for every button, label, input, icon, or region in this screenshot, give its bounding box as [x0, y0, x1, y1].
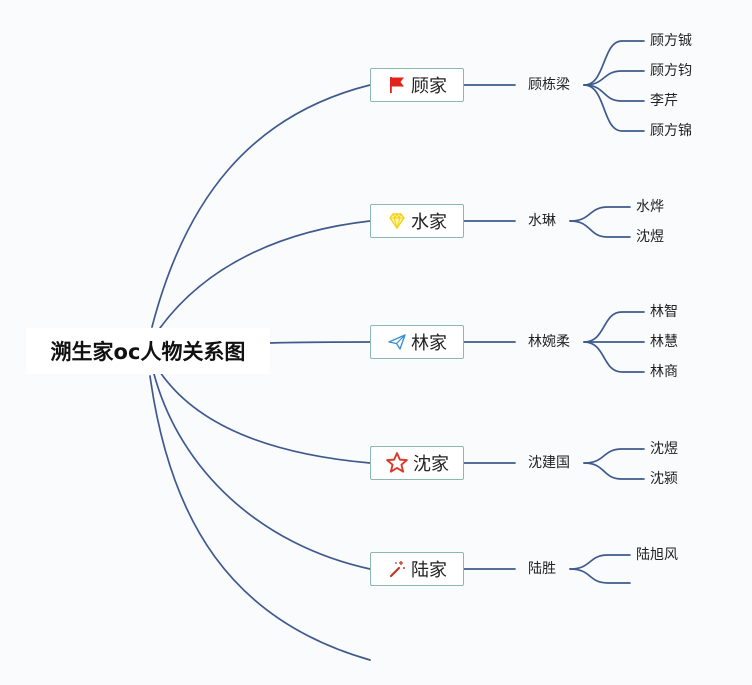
main-branch-extra — [149, 375, 371, 661]
magic-wand-icon — [387, 559, 407, 579]
main-branch-2 — [269, 341, 371, 344]
root-title: 溯生家oc人物关系图 — [50, 340, 246, 364]
family-label: 林家 — [411, 333, 447, 354]
family-label: 顾家 — [411, 76, 447, 97]
main-branch-0 — [151, 84, 371, 328]
child-branch-4-0 — [569, 554, 631, 570]
child-branch-2-0 — [583, 311, 645, 343]
diamond-icon — [387, 211, 407, 231]
family-label: 沈家 — [413, 454, 449, 475]
child-branch-3-1 — [583, 462, 645, 480]
family-node-3[interactable]: 沈家 — [370, 446, 464, 480]
parent-node-2[interactable]: 林婉柔 — [528, 334, 570, 350]
paper-plane-icon — [387, 332, 407, 352]
parent-node-1[interactable]: 水琳 — [528, 213, 556, 229]
family-label: 水家 — [411, 212, 447, 233]
family-label: 陆家 — [411, 560, 447, 581]
child-node-1-1[interactable]: 沈煜 — [636, 229, 664, 245]
child-branch-4-1 — [569, 568, 631, 584]
star-icon — [385, 451, 409, 475]
child-node-0-2[interactable]: 李芹 — [650, 93, 678, 109]
child-branch-3-0 — [583, 448, 645, 464]
child-node-1-0[interactable]: 水烨 — [636, 199, 664, 215]
child-node-2-1[interactable]: 林慧 — [650, 334, 678, 350]
child-node-0-3[interactable]: 顾方锦 — [650, 123, 692, 139]
main-branch-3 — [159, 371, 371, 464]
family-node-4[interactable]: 陆家 — [370, 552, 464, 586]
red-flag-icon — [387, 75, 407, 95]
parent-node-0[interactable]: 顾栋梁 — [528, 77, 570, 93]
child-node-2-2[interactable]: 林商 — [650, 364, 678, 380]
child-branch-0-1 — [583, 70, 645, 86]
family-node-0[interactable]: 顾家 — [370, 68, 464, 102]
family-node-1[interactable]: 水家 — [370, 204, 464, 238]
main-branch-4 — [153, 373, 371, 570]
child-node-3-1[interactable]: 沈颍 — [650, 471, 678, 487]
root-node[interactable]: 溯生家oc人物关系图 — [26, 328, 270, 374]
parent-node-4[interactable]: 陆胜 — [528, 561, 556, 577]
child-branch-1-0 — [569, 206, 631, 222]
child-branch-0-0 — [583, 40, 645, 86]
child-node-2-0[interactable]: 林智 — [650, 304, 678, 320]
child-node-0-0[interactable]: 顾方铖 — [650, 33, 692, 49]
child-node-4-0[interactable]: 陆旭风 — [636, 547, 678, 563]
main-branch-1 — [159, 220, 371, 329]
family-node-2[interactable]: 林家 — [370, 325, 464, 359]
child-branch-0-3 — [583, 84, 645, 132]
child-branch-1-1 — [569, 220, 631, 238]
child-node-0-1[interactable]: 顾方钧 — [650, 63, 692, 79]
parent-node-3[interactable]: 沈建国 — [528, 455, 570, 471]
child-branch-2-2 — [583, 341, 645, 373]
child-node-3-0[interactable]: 沈煜 — [650, 441, 678, 457]
